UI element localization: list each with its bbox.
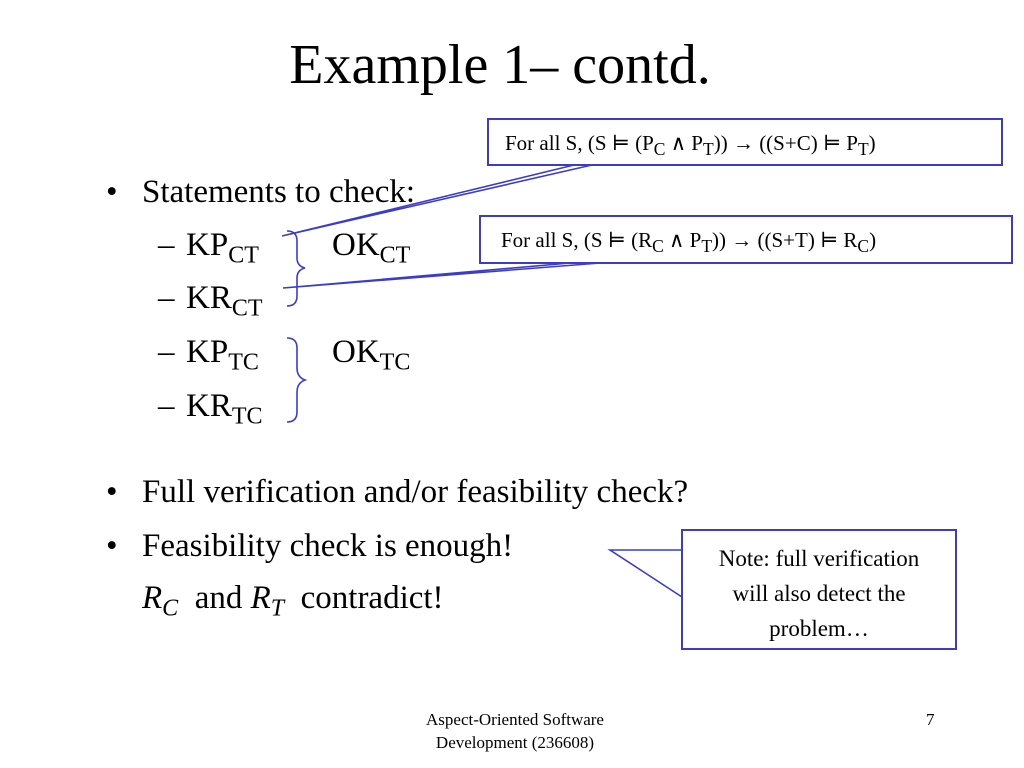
dash: –: [158, 388, 175, 424]
bullet-text: Statements to check:: [142, 174, 416, 210]
ok-subscript: CT: [379, 242, 411, 269]
callout-text: )) → ((S+C) ⊨ P: [713, 131, 858, 155]
subitem-base: KP: [186, 227, 229, 263]
bullet-glyph: •: [106, 528, 118, 564]
ok-subscript: TC: [379, 349, 411, 376]
footer-line: Development (236608): [435, 733, 595, 752]
callout-1-pointer: [281, 164, 593, 237]
ok-tc: OKTC: [332, 332, 410, 383]
r-symbol: R: [142, 580, 163, 616]
ok-ct: OKCT: [332, 225, 410, 276]
contradiction-line: RC and RT contradict!: [142, 578, 444, 629]
callout-text: ∧ P: [665, 131, 703, 155]
r-subscript: T: [270, 595, 285, 622]
dash: –: [158, 227, 175, 263]
subitem-subscript: CT: [231, 295, 263, 322]
bullet-text: Full verification and/or feasibility che…: [142, 474, 689, 510]
subitem-base: KR: [186, 280, 232, 316]
ok-base: OK: [332, 334, 380, 370]
dash: –: [158, 334, 175, 370]
callout-2-pointer: [282, 262, 601, 289]
callout-subscript: C: [652, 236, 664, 257]
callout-box-rc-pt: For all S, (S ⊨ (RC ∧ PT)) → ((S+T) ⊨ RC…: [479, 215, 1013, 264]
footer-line: Aspect-Oriented Software: [426, 710, 604, 729]
r-symbol: R: [250, 580, 271, 616]
note-line: Note: full verification: [718, 546, 920, 571]
subitem-subscript: CT: [228, 242, 259, 269]
subitem-subscript: TC: [231, 403, 263, 430]
callout-text: ): [868, 131, 876, 155]
bullet-statements: • Statements to check:: [106, 172, 415, 212]
callout-subscript: T: [701, 236, 713, 257]
callout-text: )) → ((S+T) ⊨ R: [712, 228, 858, 252]
ok-base: OK: [332, 227, 380, 263]
callout-subscript: C: [857, 236, 870, 257]
callout-subscript: T: [857, 139, 869, 160]
brace-tc: [286, 337, 308, 423]
bullet-glyph: •: [106, 474, 118, 510]
note-line: will also detect the: [732, 581, 906, 606]
callout-text: For all S, (S ⊨ (R: [501, 228, 653, 252]
callout-text: ∧ P: [663, 228, 702, 252]
note-line: problem…: [769, 616, 869, 641]
subitem-base: KR: [186, 388, 232, 424]
callout-subscript: T: [703, 139, 714, 160]
subitem-kr-ct: –KRCT: [158, 278, 263, 329]
note-callout: Note: full verification will also detect…: [681, 529, 957, 650]
callout-subscript: C: [653, 139, 666, 160]
slide-title: Example 1– contd.: [289, 34, 711, 96]
brace-ct: [286, 230, 306, 307]
and-word: and: [194, 580, 243, 616]
bullet-feasibility: • Feasibility check is enough!: [106, 526, 513, 566]
dash: –: [158, 280, 175, 316]
footer-course: Aspect-Oriented Software Development (23…: [400, 708, 630, 754]
subitem-base: KP: [186, 334, 229, 370]
bullet-glyph: •: [106, 174, 118, 210]
callout-box-pc-pt: For all S, (S ⊨ (PC ∧ PT)) → ((S+C) ⊨ PT…: [487, 118, 1003, 166]
bullet-text: Feasibility check is enough!: [142, 528, 514, 564]
callout-text: For all S, (S ⊨ (P: [505, 131, 654, 155]
r-subscript: C: [162, 595, 179, 622]
note-pointer: [607, 549, 683, 598]
contradict-word: contradict!: [300, 580, 444, 616]
callout-text: ): [869, 228, 877, 252]
subitem-kr-tc: –KRTC: [158, 386, 263, 437]
bullet-full-verification: • Full verification and/or feasibility ch…: [106, 472, 688, 512]
subitem-kp-tc: –KPTC: [158, 332, 259, 383]
subitem-kp-ct: –KPCT: [158, 225, 259, 276]
page-number: 7: [926, 710, 935, 729]
subitem-subscript: TC: [228, 349, 259, 376]
